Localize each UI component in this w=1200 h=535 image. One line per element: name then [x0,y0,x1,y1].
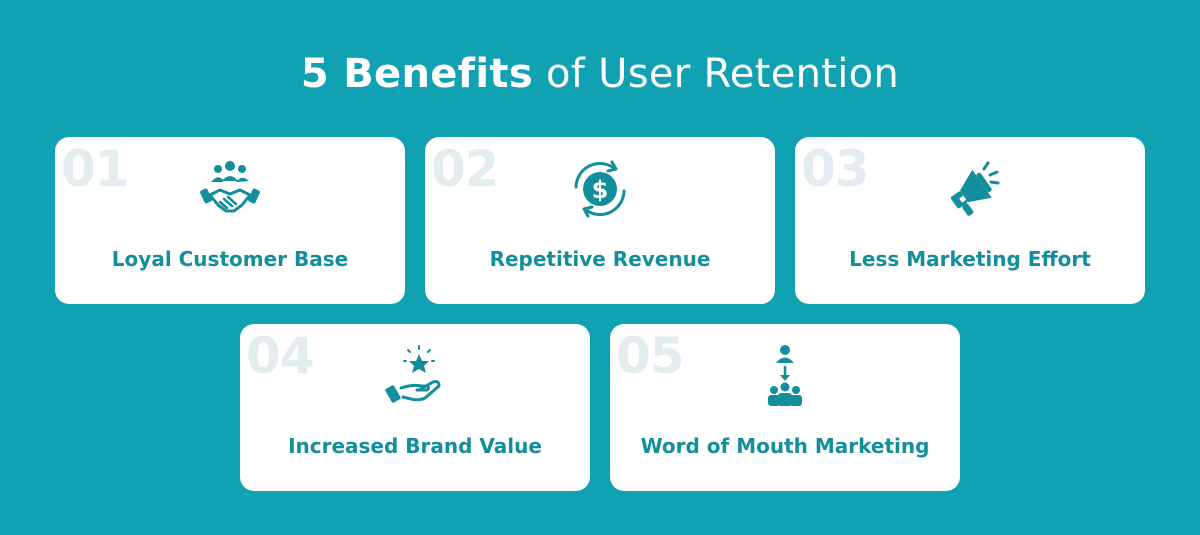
benefit-card-3: 03 Less Marketing Effort [795,137,1145,304]
title-rest: of User Retention [532,51,900,97]
card-label: Loyal Customer Base [111,247,349,271]
card-number: 01 [61,140,130,198]
svg-text:$: $ [592,176,609,204]
page-title: 5 Benefits of User Retention [0,46,1200,102]
card-number: 05 [616,327,685,385]
handshake-team-icon [198,157,262,221]
benefit-card-4: 04 Increased Brand Value [240,324,590,491]
card-number: 02 [431,140,500,198]
card-number: 04 [246,327,315,385]
title-bold: 5 Benefits [300,51,533,97]
benefit-card-1: 01 Loyal Customer Base [55,137,405,304]
hand-star-icon [383,344,447,408]
card-label: Less Marketing Effort [849,247,1091,271]
benefit-card-5: 05 Word of Mouth Marketing [610,324,960,491]
benefit-card-2: 02 $ Repetitive Revenue [425,137,775,304]
dollar-cycle-icon: $ [568,157,632,221]
card-label: Increased Brand Value [288,434,542,458]
referral-people-icon [753,344,817,408]
card-number: 03 [801,140,870,198]
card-label: Repetitive Revenue [489,247,711,271]
megaphone-icon [938,157,1002,221]
card-label: Word of Mouth Marketing [640,434,930,458]
